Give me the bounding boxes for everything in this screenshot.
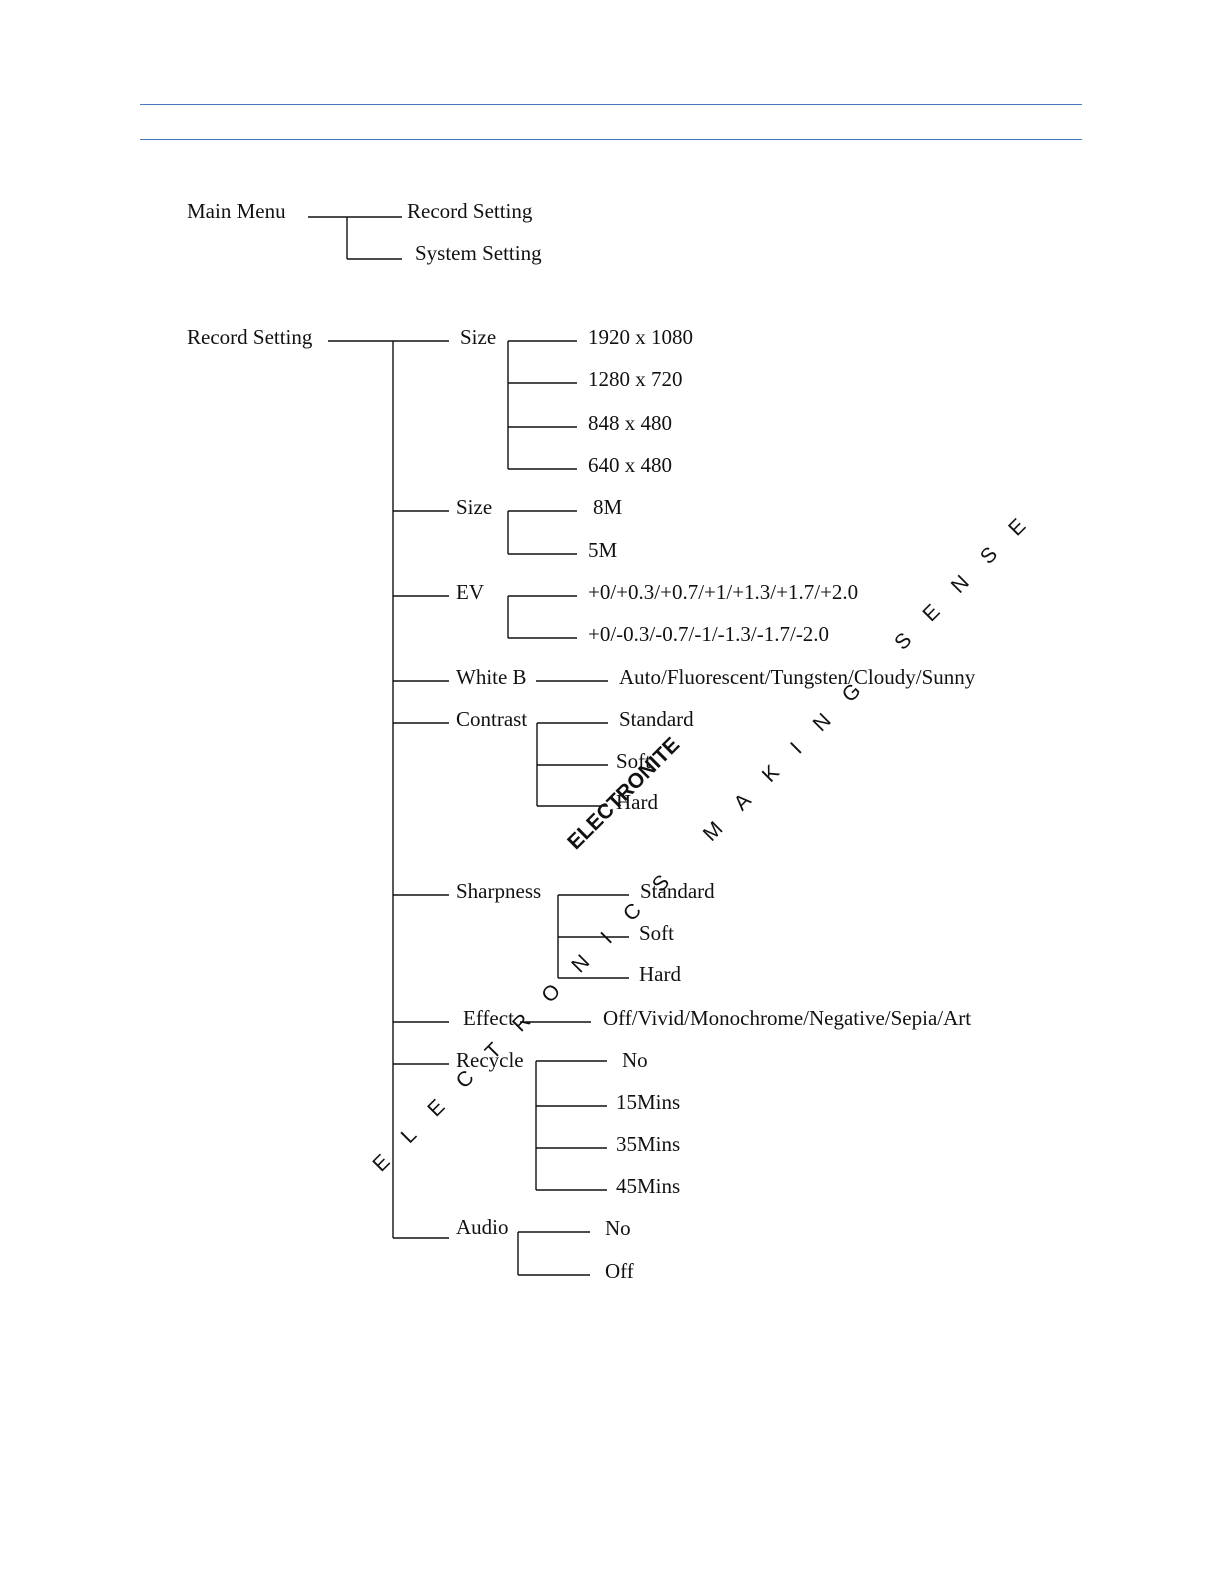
option: 1920 x 1080 <box>588 325 693 349</box>
group-contrast: Contrast Standard Soft Hard <box>393 707 694 814</box>
group-white-balance: White B Auto/Fluorescent/Tungsten/Cloudy… <box>393 665 976 689</box>
group-label: Size <box>456 495 492 519</box>
group-label: Recycle <box>456 1048 524 1072</box>
group-label: Audio <box>456 1215 509 1239</box>
option: 8M <box>593 495 623 519</box>
group-sharpness: Sharpness Standard Soft Hard <box>393 879 715 986</box>
option: Standard <box>640 879 715 903</box>
group-label: Effect <box>463 1006 514 1030</box>
main-menu-item-record-setting: Record Setting <box>407 199 533 223</box>
option: 1280 x 720 <box>588 367 683 391</box>
group-label: Contrast <box>456 707 527 731</box>
option: Soft <box>639 921 674 945</box>
record-setting-tree: Record Setting Size 1920 x 1080 1280 x 7… <box>187 325 976 1283</box>
main-menu-label: Main Menu <box>187 199 286 223</box>
option: +0/+0.3/+0.7/+1/+1.3/+1.7/+2.0 <box>588 580 858 604</box>
group-label: White B <box>456 665 527 689</box>
option: Soft <box>616 749 651 773</box>
option: No <box>622 1048 648 1072</box>
option: 640 x 480 <box>588 453 672 477</box>
group-size-photo: Size 8M 5M <box>393 495 623 562</box>
option: +0/-0.3/-0.7/-1/-1.3/-1.7/-2.0 <box>588 622 829 646</box>
option: No <box>605 1216 631 1240</box>
option: Auto/Fluorescent/Tungsten/Cloudy/Sunny <box>619 665 976 689</box>
group-label: Size <box>460 325 496 349</box>
main-menu-tree: Main Menu Record Setting System Setting <box>187 199 542 265</box>
header-rule-top <box>140 104 1082 105</box>
option: 5M <box>588 538 618 562</box>
group-recycle: Recycle No 15Mins 35Mins 45Mins <box>393 1048 680 1198</box>
main-menu-item-system-setting: System Setting <box>415 241 542 265</box>
group-audio: Audio No Off <box>393 1215 634 1283</box>
option: 848 x 480 <box>588 411 672 435</box>
option: Off <box>605 1259 634 1283</box>
group-label: EV <box>456 580 484 604</box>
record-setting-label: Record Setting <box>187 325 313 349</box>
option: 45Mins <box>616 1174 680 1198</box>
option: Standard <box>619 707 694 731</box>
option: Hard <box>616 790 658 814</box>
group-label: Sharpness <box>456 879 541 903</box>
group-effect: Effect Off/Vivid/Monochrome/Negative/Sep… <box>393 1006 971 1030</box>
option: 35Mins <box>616 1132 680 1156</box>
option: Off/Vivid/Monochrome/Negative/Sepia/Art <box>603 1006 971 1030</box>
group-ev: EV +0/+0.3/+0.7/+1/+1.3/+1.7/+2.0 +0/-0.… <box>393 580 858 646</box>
option: 15Mins <box>616 1090 680 1114</box>
group-size-video: Size 1920 x 1080 1280 x 720 848 x 480 64… <box>460 325 693 477</box>
option: Hard <box>639 962 681 986</box>
header-rule-bottom <box>140 139 1082 140</box>
